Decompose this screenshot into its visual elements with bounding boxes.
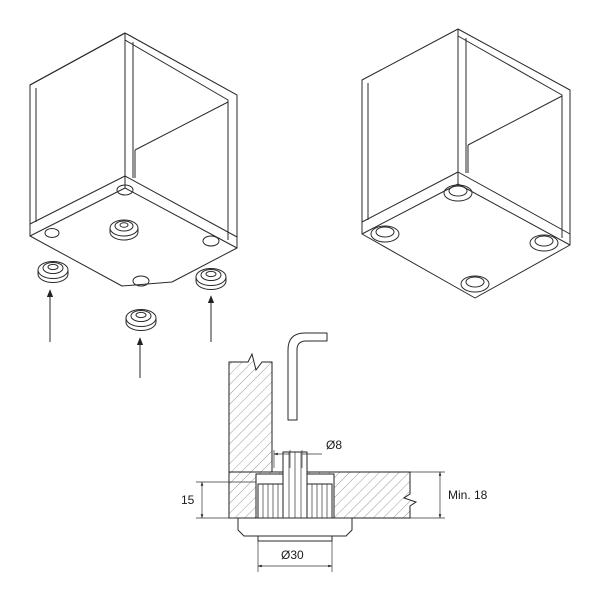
dim-height: 15 — [181, 481, 256, 519]
allen-key — [287, 332, 328, 421]
svg-text:Min. 18: Min. 18 — [448, 488, 488, 502]
mounted-glide-back — [443, 184, 473, 202]
svg-text:Ø8: Ø8 — [326, 438, 342, 452]
glide-left — [37, 261, 69, 283]
glide-bottom — [125, 309, 157, 331]
dim-min-thickness: Min. 18 — [410, 471, 488, 519]
cabinet-exploded-view — [29, 32, 238, 287]
glide-inserted — [109, 219, 139, 241]
mounted-glide-left — [370, 225, 400, 243]
svg-text:Ø30: Ø30 — [281, 548, 304, 562]
glide-right — [195, 268, 227, 290]
mounted-glide-front — [460, 275, 490, 293]
insert-ribs — [262, 484, 328, 518]
glide-foot — [237, 517, 353, 537]
dim-glide-diameter: Ø30 — [257, 541, 333, 572]
dim-hole-diameter: Ø8 — [273, 438, 342, 468]
mounted-glide-right — [529, 234, 559, 252]
svg-text:15: 15 — [181, 493, 195, 507]
section-detail — [228, 332, 418, 542]
cabinet-assembled-view — [361, 28, 571, 299]
